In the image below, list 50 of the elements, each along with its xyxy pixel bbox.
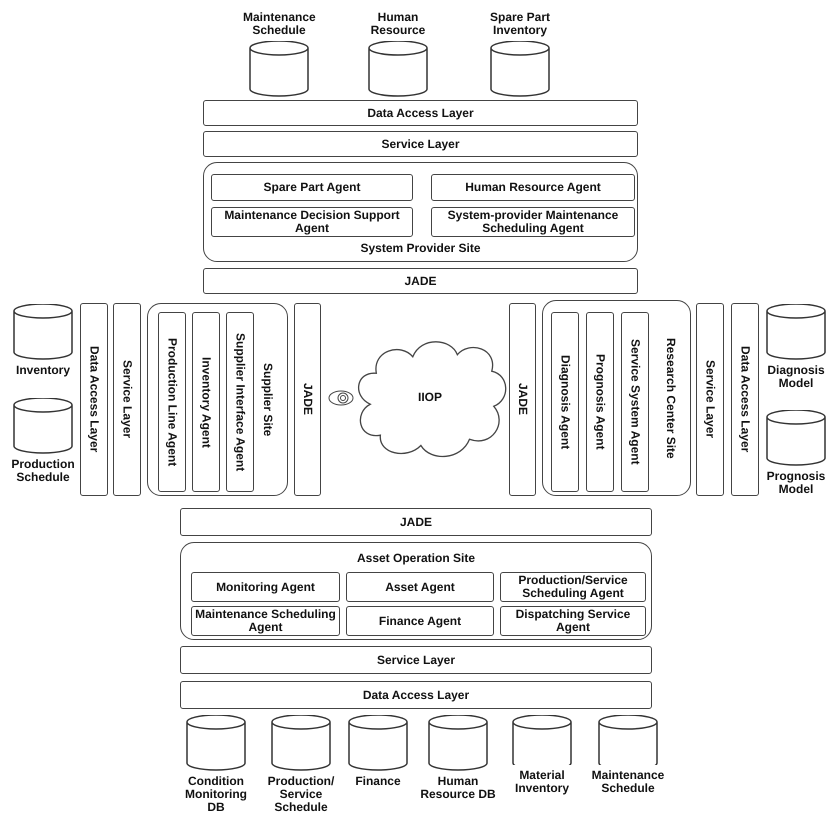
database-label: Human Resource xyxy=(370,10,426,37)
database-label: Maintenance Schedule xyxy=(590,768,666,795)
database-label: Prognosis Model xyxy=(766,470,826,496)
agent-box: Prognosis Agent xyxy=(586,312,614,492)
agent-box: Human Resource Agent xyxy=(431,174,635,201)
database-label: Diagnosis Model xyxy=(766,364,826,390)
database-label: Inventory xyxy=(16,364,70,378)
database-label: Finance xyxy=(355,775,401,788)
agent-box: Service System Agent xyxy=(621,312,649,492)
site-title: Asset Operation Site xyxy=(356,551,476,565)
database-label: Production Schedule xyxy=(10,458,76,484)
layer-bar: Data Access Layer xyxy=(203,100,638,126)
site-title: Research Center Site xyxy=(664,336,678,460)
layer-bar: Data Access Layer xyxy=(180,681,652,709)
database-label: Material Inventory xyxy=(514,768,570,795)
layer-bar: Service Layer xyxy=(696,303,724,496)
layer-bar: Service Layer xyxy=(180,646,652,674)
site-panel xyxy=(542,300,691,496)
layer-bar: Data Access Layer xyxy=(731,303,759,496)
agent-box: Supplier Interface Agent xyxy=(226,312,254,492)
database-label: Spare Part Inventory xyxy=(488,10,552,37)
site-panel xyxy=(203,162,638,262)
database-label: Maintenance Schedule xyxy=(243,10,315,37)
layer-bar: Service Layer xyxy=(203,131,638,157)
agent-box: Maintenance Scheduling Agent xyxy=(191,606,340,636)
layer-bar: JADE xyxy=(294,303,321,496)
database-label: Human Resource DB xyxy=(419,775,497,802)
site-panel xyxy=(180,542,652,640)
layer-bar: Data Access Layer xyxy=(80,303,108,496)
agent-box: Finance Agent xyxy=(346,606,494,636)
database-label: Production/ Service Schedule xyxy=(266,775,336,815)
site-title: System Provider Site xyxy=(359,241,482,255)
layer-bar: Service Layer xyxy=(113,303,141,496)
site-title: Supplier Site xyxy=(261,362,275,438)
cloud-label: IIOP xyxy=(418,390,442,404)
agent-box: System-provider Maintenance Scheduling Agent xyxy=(431,207,635,237)
agent-box: Production Line Agent xyxy=(158,312,186,492)
database-label: Condition Monitoring DB xyxy=(184,775,248,815)
agent-box: Dispatching Service Agent xyxy=(500,606,646,636)
layer-bar: JADE xyxy=(203,268,638,294)
agent-box: Inventory Agent xyxy=(192,312,220,492)
layer-bar: JADE xyxy=(509,303,536,496)
agent-box: Production/Service Scheduling Agent xyxy=(500,572,646,602)
site-panel xyxy=(147,303,288,496)
agent-box: Asset Agent xyxy=(346,572,494,602)
agent-box: Monitoring Agent xyxy=(191,572,340,602)
agent-box: Maintenance Decision Support Agent xyxy=(211,207,413,237)
layer-bar: JADE xyxy=(180,508,652,536)
agent-box: Spare Part Agent xyxy=(211,174,413,201)
agent-box: Diagnosis Agent xyxy=(551,312,579,492)
